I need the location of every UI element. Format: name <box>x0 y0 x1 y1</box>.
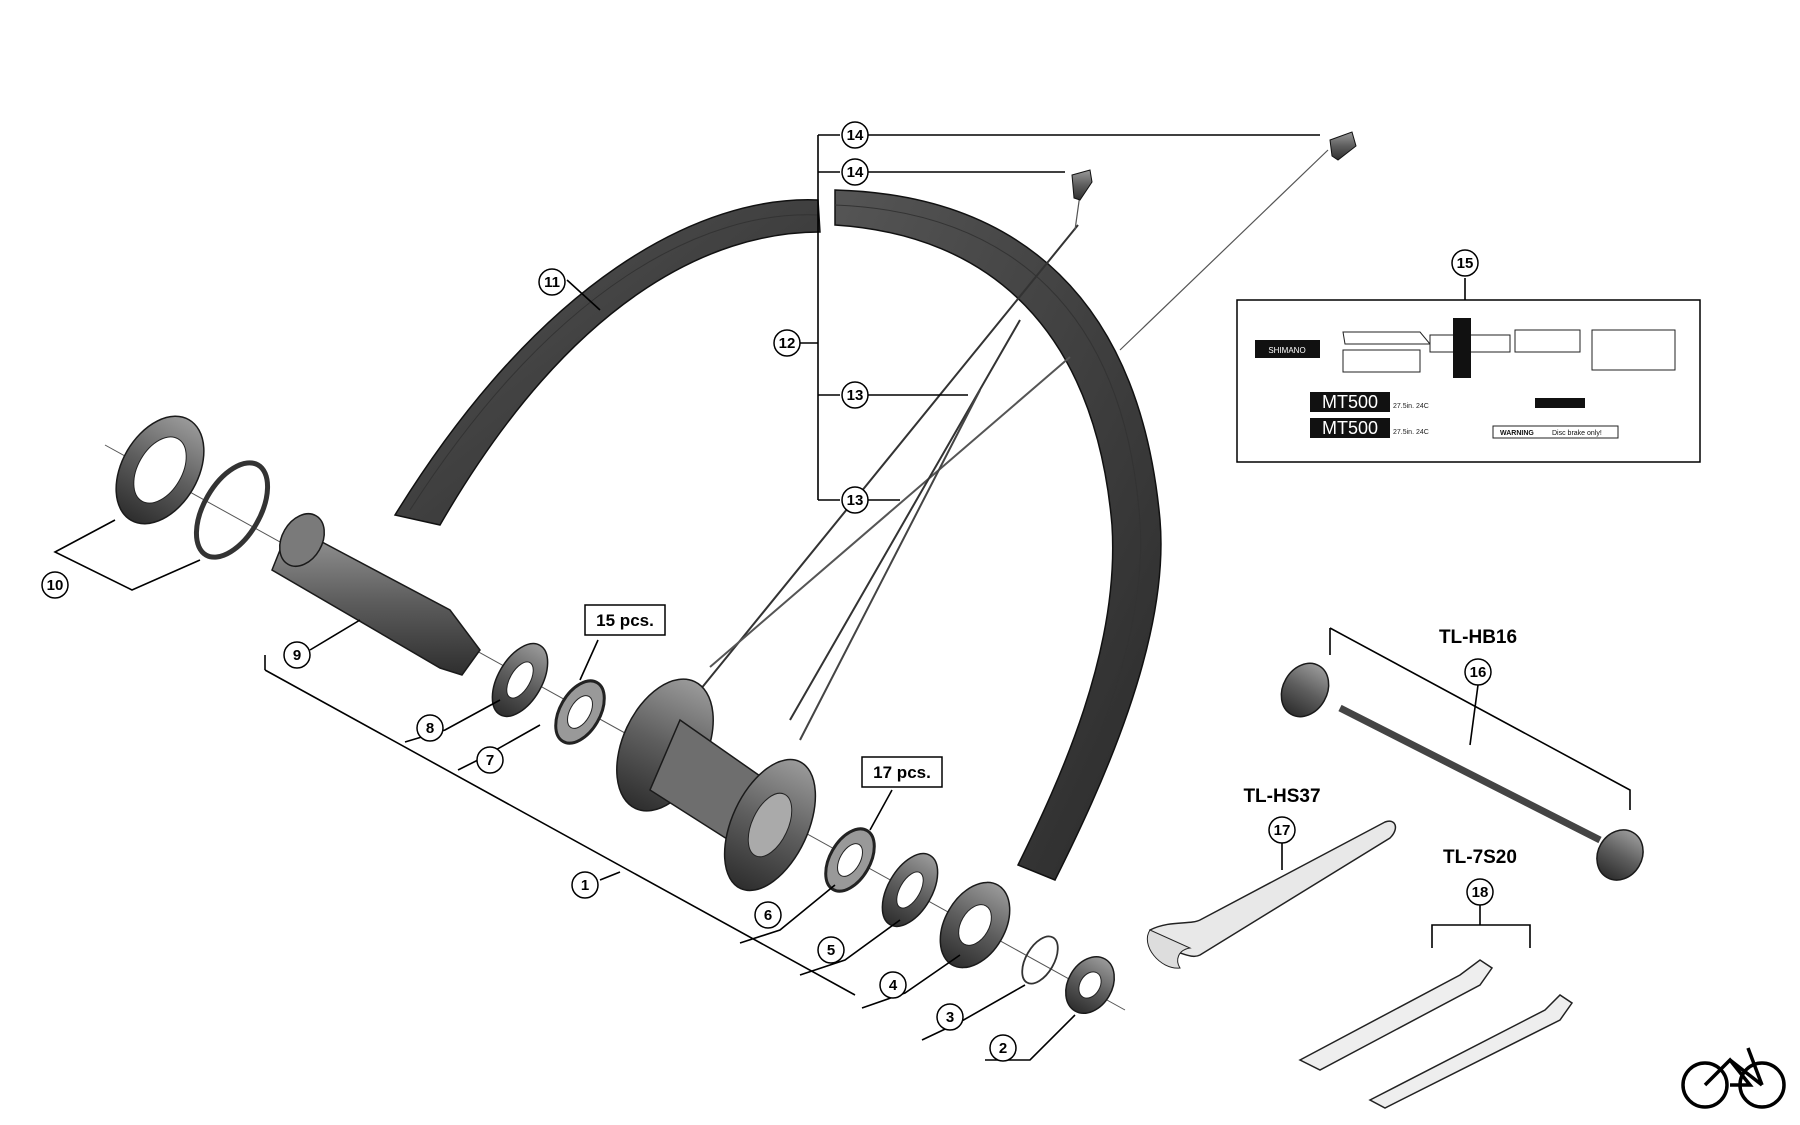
nipple-outer <box>1329 131 1357 161</box>
svg-text:8: 8 <box>426 720 434 737</box>
svg-text:MT500: MT500 <box>1322 392 1378 412</box>
qty-box-17: 17 pcs. <box>861 756 943 788</box>
freehub-body <box>271 513 481 676</box>
callout-12: 12 <box>773 329 801 357</box>
svg-text:15: 15 <box>1457 255 1474 272</box>
callout-17: 17 <box>1268 816 1296 844</box>
callout-13-upper: 13 <box>841 381 869 409</box>
svg-text:6: 6 <box>764 907 772 924</box>
svg-text:SHIMANO: SHIMANO <box>1268 346 1305 355</box>
svg-text:2: 2 <box>999 1040 1007 1057</box>
ball-bearings-right <box>824 827 876 893</box>
callout-11: 11 <box>538 268 566 296</box>
ball-bearings-left <box>554 679 606 745</box>
svg-text:14: 14 <box>847 127 864 144</box>
hub-shell <box>616 678 817 892</box>
svg-text:13: 13 <box>847 387 864 404</box>
tool-tl-hb16: TL-HB16 16 <box>1280 627 1644 881</box>
callout-3: 3 <box>936 1003 964 1031</box>
svg-text:TL-HB16: TL-HB16 <box>1439 627 1517 648</box>
svg-text:15 pcs.: 15 pcs. <box>596 611 654 630</box>
svg-text:17 pcs.: 17 pcs. <box>873 763 931 782</box>
callout-2: 2 <box>989 1034 1017 1062</box>
tool-tl-hs37: TL-HS37 17 <box>1146 786 1397 969</box>
bicycle-icon <box>1681 1047 1786 1109</box>
svg-text:7: 7 <box>486 752 494 769</box>
dust-seal-left <box>491 642 549 718</box>
svg-text:16: 16 <box>1470 664 1487 681</box>
o-ring <box>1021 935 1059 985</box>
callout-14-second: 14 <box>841 158 869 186</box>
spokes <box>699 149 1329 741</box>
callout-1: 1 <box>571 871 599 899</box>
tool-tl-7s20: TL-7S20 18 <box>1298 847 1574 1109</box>
svg-text:27.5in. 24C: 27.5in. 24C <box>1393 429 1429 436</box>
svg-text:3: 3 <box>946 1009 954 1026</box>
svg-text:5: 5 <box>827 942 835 959</box>
callout-16: 16 <box>1464 658 1492 686</box>
svg-text:13: 13 <box>847 492 864 509</box>
decal-set: 15 SHIMANO MT500 27.5in. 24C MT500 27.5i… <box>1236 249 1701 463</box>
lockring-washer <box>193 460 271 560</box>
qty-box-15: 15 pcs. <box>584 604 666 636</box>
svg-text:17: 17 <box>1274 822 1291 839</box>
svg-text:Disc brake only!: Disc brake only! <box>1552 430 1602 437</box>
svg-text:1: 1 <box>581 877 589 894</box>
callout-4: 4 <box>879 971 907 999</box>
svg-text:MT500: MT500 <box>1322 418 1378 438</box>
callout-7: 7 <box>476 746 504 774</box>
svg-text:4: 4 <box>889 977 898 994</box>
cone <box>939 881 1011 969</box>
callout-14-top: 14 <box>841 121 869 149</box>
nipple-upper <box>1071 169 1093 201</box>
callout-13-lower: 13 <box>841 486 869 514</box>
lockring <box>115 415 205 525</box>
callout-18: 18 <box>1466 878 1494 906</box>
svg-text:9: 9 <box>293 647 301 664</box>
svg-text:WARNING: WARNING <box>1500 430 1534 437</box>
callout-9: 9 <box>283 641 311 669</box>
callout-6: 6 <box>754 901 782 929</box>
rim <box>393 189 1162 881</box>
leader-lines <box>53 134 1320 1061</box>
lock-nut <box>1065 956 1115 1014</box>
svg-text:TL-7S20: TL-7S20 <box>1443 847 1517 868</box>
svg-text:TL-HS37: TL-HS37 <box>1243 786 1320 807</box>
svg-text:11: 11 <box>544 274 560 291</box>
svg-text:18: 18 <box>1472 884 1489 901</box>
dust-seal-right <box>881 852 939 928</box>
callout-8: 8 <box>416 714 444 742</box>
callout-5: 5 <box>817 936 845 964</box>
svg-text:27.5in. 24C: 27.5in. 24C <box>1393 403 1429 410</box>
callout-15: 15 <box>1451 249 1479 277</box>
svg-text:10: 10 <box>47 577 64 594</box>
callout-10: 10 <box>41 571 69 599</box>
svg-text:12: 12 <box>779 335 796 352</box>
svg-text:14: 14 <box>847 164 864 181</box>
